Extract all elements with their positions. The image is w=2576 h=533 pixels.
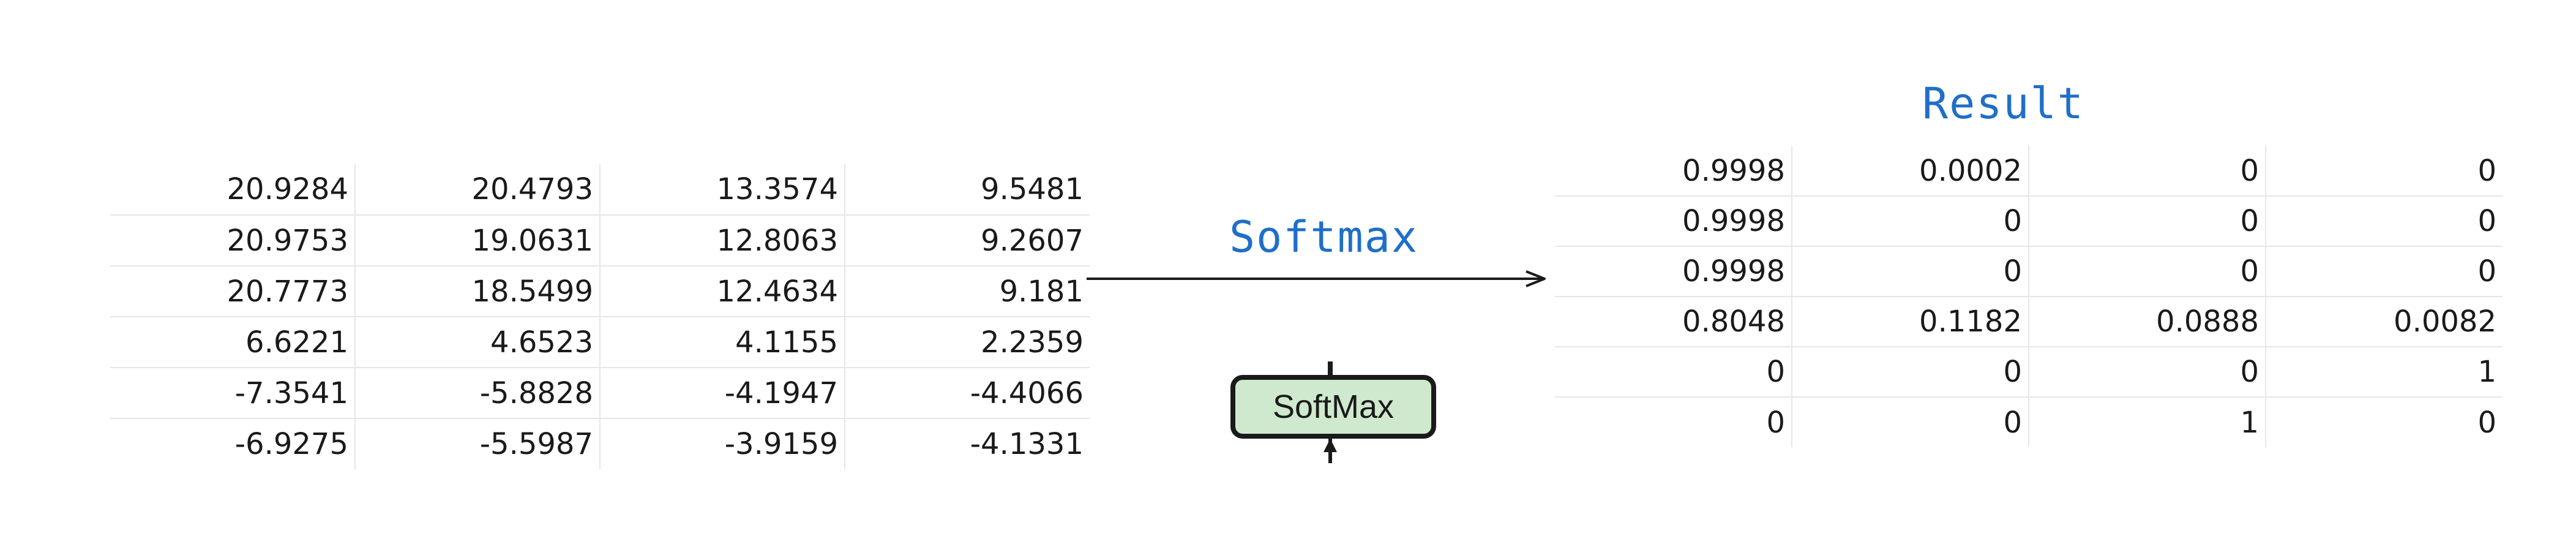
matrix-cell: 1 [2266,347,2503,398]
matrix-cell: 20.9753 [110,215,356,266]
matrix-cell: -7.3541 [110,368,356,419]
matrix-cell: -3.9159 [600,418,845,469]
matrix-cell: 9.5481 [845,164,1090,216]
matrix-cell: 13.3574 [600,164,845,216]
matrix-cell: 0 [1792,246,2029,297]
matrix-cell: 20.7773 [110,266,356,317]
matrix-cell: 0 [2477,405,2496,440]
matrix-cell: 12.8063 [600,215,845,266]
matrix-cell: 0.0002 [1792,146,2029,197]
softmax-arrow-label: Softmax [1229,212,1419,262]
matrix-cell: 0 [2266,246,2503,297]
matrix-cell: 1 [2029,397,2266,447]
matrix-cell: 0 [1792,196,2029,247]
matrix-cell: -4.1947 [600,368,845,419]
input-matrix-row: -7.3541-5.8828-4.1947-4.4066 [110,368,1090,419]
result-title: Result [1922,78,2084,129]
matrix-cell: 0 [1555,347,1792,398]
matrix-cell: 0 [1555,397,1792,447]
matrix-cell: 0 [2266,146,2503,197]
matrix-cell: 19.0631 [355,215,601,266]
matrix-cell: 0 [2266,196,2503,247]
matrix-cell: 0.0082 [2266,297,2503,347]
matrix-cell: 0.8048 [1555,297,1792,347]
matrix-cell: 9.2607 [845,215,1090,266]
matrix-cell: 0.0888 [2029,297,2266,347]
matrix-cell: -4.1331 [970,427,1084,461]
softmax-output-stem [1328,361,1333,376]
matrix-cell: 4.6523 [355,317,601,368]
matrix-cell: 0.9998 [1555,246,1792,297]
matrix-cell: 0 [2029,196,2266,247]
matrix-cell: -4.4066 [845,368,1090,419]
matrix-cell: 0.9998 [1555,196,1792,247]
matrix-cell: -6.9275 [110,418,356,469]
matrix-cell: 20.9284 [110,164,356,216]
matrix-cell: 0 [1792,347,2029,398]
matrix-cell: 0 [1792,397,2029,447]
matrix-cell: 2.2359 [845,317,1090,368]
matrix-cell: 0 [2029,347,2266,398]
input-matrix-row: -6.9275-5.5987-3.9159 -4.1331 [110,418,1090,469]
matrix-cell: 6.6221 [110,317,356,368]
matrix-cell: 0.1182 [1792,297,2029,347]
matrix-cell: 20.4793 [355,164,601,216]
softmax-block-label: SoftMax [1272,388,1395,425]
matrix-cell: 12.4634 [600,266,845,317]
matrix-cell: 0.9998 [1555,146,1792,197]
matrix-cell: -5.8828 [355,368,601,419]
softmax-block: SoftMax [1230,375,1436,439]
matrix-cell: 9.181 [845,266,1090,317]
matrix-cell: 4.1155 [600,317,845,368]
matrix-cell: 0 [2029,146,2266,197]
matrix-cell: 18.5499 [355,266,601,317]
softmax-input-arrow [1324,439,1337,463]
matrix-cell: 0 [2029,246,2266,297]
matrix-cell: -5.5987 [355,418,601,469]
softmax-arrow [1087,270,1546,287]
